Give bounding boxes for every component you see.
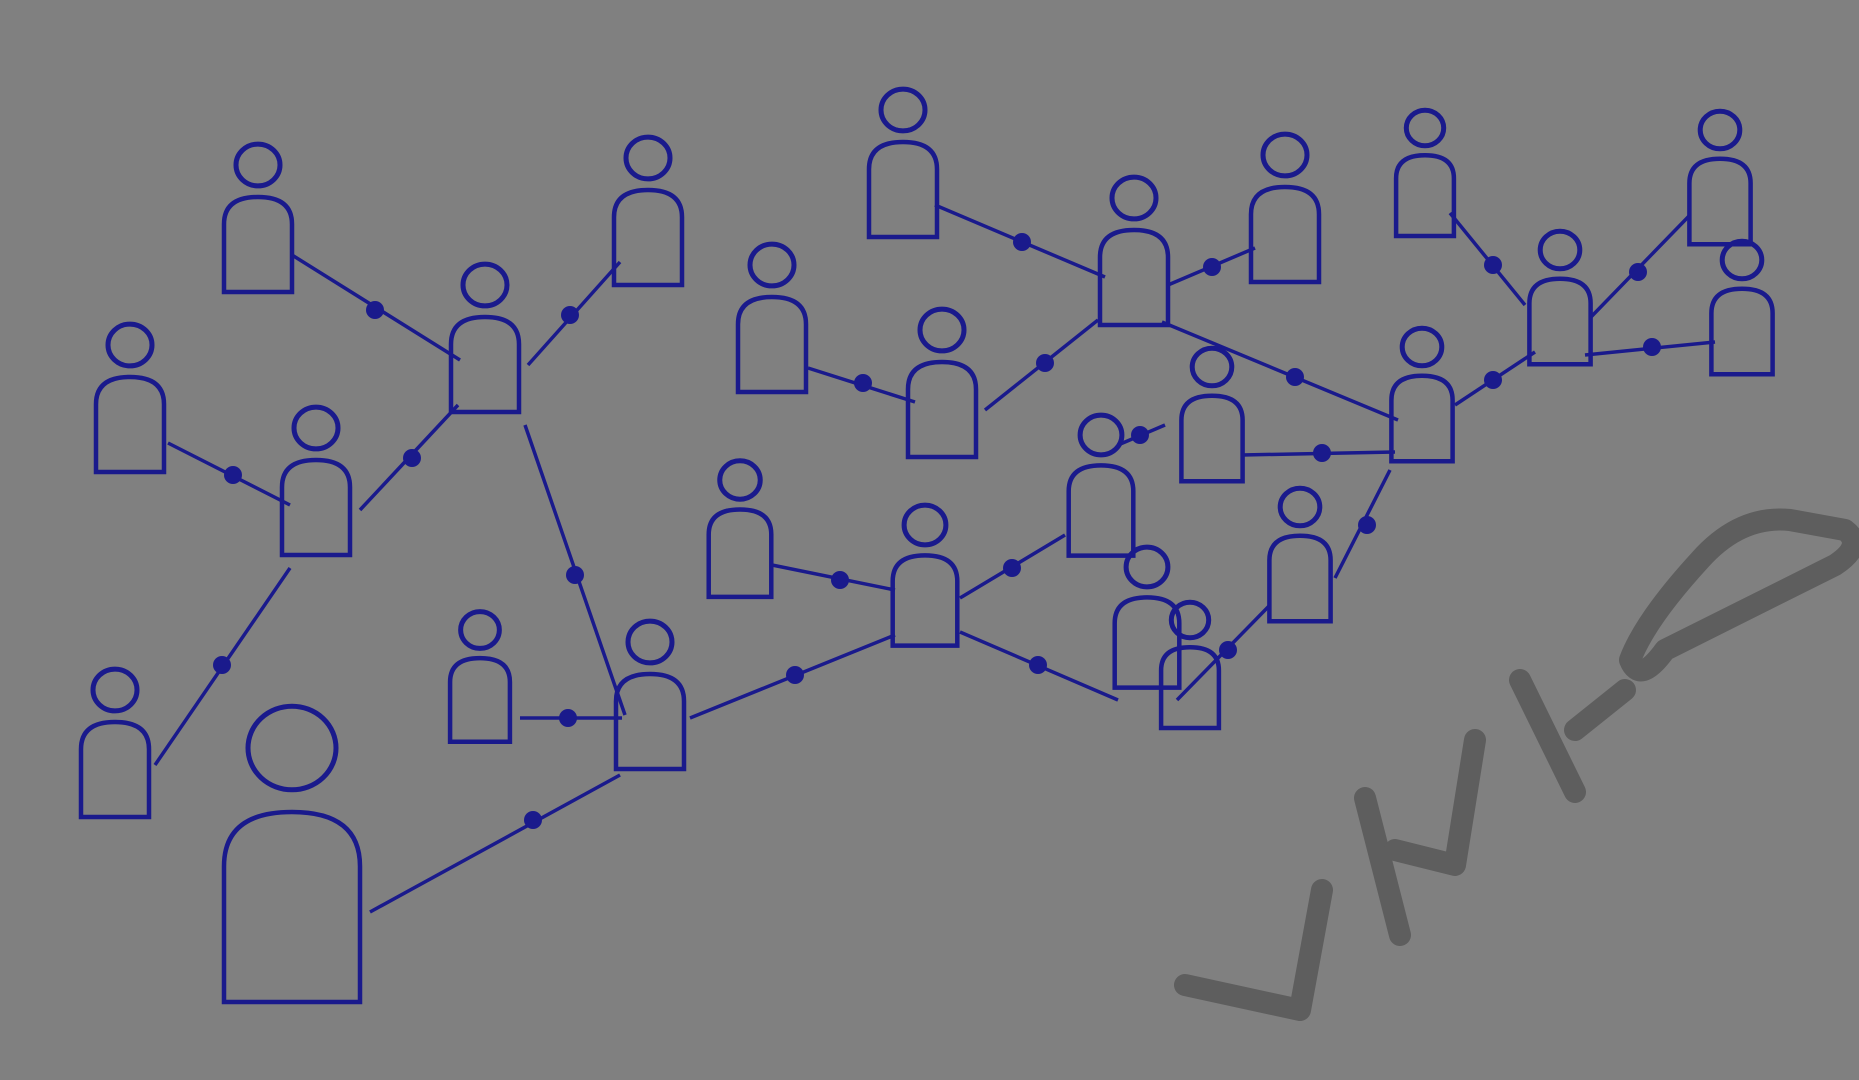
person-icon [93,321,167,475]
dot-connector-icon [524,811,542,829]
person-icon [1248,131,1322,285]
person-icon [613,618,687,772]
person-icon [611,134,685,288]
person-icon [1709,238,1775,377]
person-icon [1267,485,1333,624]
dot-connector-icon [1036,354,1054,372]
dot-connector-icon [1629,263,1647,281]
dot-connector-icon [1219,641,1237,659]
dot-connector-icon [1013,233,1031,251]
connection-line [1161,320,1399,422]
dot-connector-icon [1358,516,1376,534]
dot-connector-icon [561,306,579,324]
person-icon [1527,228,1593,367]
dot-connector-icon [1643,338,1661,356]
person-icon [706,458,774,600]
dot-connector-icon [854,374,872,392]
dot-connector-icon [1313,444,1331,462]
dot-connector-icon [1029,656,1047,674]
person-icon [866,86,940,240]
dot-connector-icon [1203,258,1221,276]
large-person-icon [221,703,363,1005]
person-icon [448,261,522,415]
person-icon [1179,345,1245,484]
person-icon [735,241,809,395]
dot-connector-icon [1484,371,1502,389]
dot-connector-icon [224,466,242,484]
person-icon [905,306,979,460]
dot-connector-icon [366,301,384,319]
dot-connector-icon [1286,368,1304,386]
vivi-o-watermark-logo [1174,508,1859,1021]
dot-connector-icon [213,656,231,674]
dot-connector-icon [1003,559,1021,577]
person-icon [1112,544,1182,690]
person-icon [1066,412,1136,558]
dot-connector-icon [403,449,421,467]
dot-connector-icon [1484,256,1502,274]
person-icon [1687,108,1753,247]
network-edges [153,203,1716,914]
connection-line [369,773,621,914]
person-icon [890,502,960,648]
network-nodes [78,86,1775,1005]
person-icon [221,141,295,295]
person-icon [1389,325,1455,464]
person-icon [1393,107,1457,239]
dot-connector-icon [1131,426,1149,444]
dot-connector-icon [566,566,584,584]
dot-connector-icon [831,571,849,589]
person-icon [1158,599,1222,731]
person-icon [1097,174,1171,328]
person-icon [78,666,152,820]
person-icon [279,404,353,558]
dot-connector-icon [559,709,577,727]
dot-connector-icon [786,666,804,684]
person-icon [447,609,513,745]
